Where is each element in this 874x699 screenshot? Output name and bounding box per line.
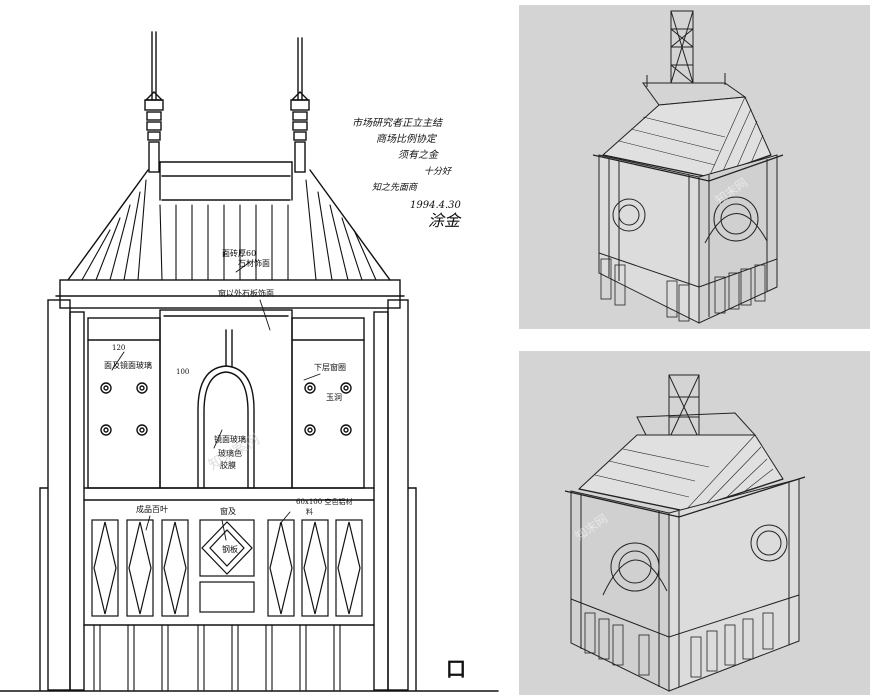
callout-lower-right-2: 料 <box>306 507 313 516</box>
callout-dim-120: 120 <box>112 344 125 352</box>
page-mark: 口 <box>446 657 466 681</box>
annotation-line-1: 市场研究者正立主结 <box>352 117 444 129</box>
callout-lower-right: 60x100 空色铝材 <box>296 497 352 506</box>
annotation-date: 1994.4.30 <box>410 200 462 211</box>
callout-top-spec: 面砖厚60 <box>222 248 256 258</box>
callout-right-panel-2: 玉洞 <box>326 392 342 402</box>
callout-top-spec-2: 石材饰面 <box>238 258 270 268</box>
callout-arch: 镜面玻璃 <box>214 434 246 444</box>
render-bottom-drawing: 知末网 <box>564 374 806 692</box>
annotation-line-3: 须有之金 <box>398 149 440 161</box>
callout-diamond: 钢板 <box>222 544 238 554</box>
callout-lower-center: 窗及 <box>220 506 236 516</box>
elevation-sketch: 市场研究者正立主结 商场比例协定 须有之金 十分好 知之先面商 1994.4.3… <box>0 31 499 692</box>
render-top-drawing: 知末网 <box>592 10 784 324</box>
annotation-signature: 涂金 <box>428 211 462 230</box>
annotation-line-4: 十分好 <box>424 166 453 177</box>
callout-arch-3: 胶膜 <box>220 460 236 470</box>
render-bottom-panel: 知末网 <box>519 351 870 695</box>
sketch-annotation: 市场研究者正立主结 商场比例协定 须有之金 十分好 知之先面商 1994.4.3… <box>352 117 462 230</box>
annotation-line-2: 商场比例协定 <box>376 133 438 145</box>
callout-dim-100: 100 <box>176 368 189 376</box>
annotation-line-5: 知之先面商 <box>372 182 419 193</box>
callout-left-panel: 面及镜面玻璃 <box>104 360 152 370</box>
callout-right-panel: 下层窗圈 <box>314 362 346 372</box>
callout-arch-2: 玻璃色 <box>218 448 242 458</box>
sketch-panel: 市场研究者正立主结 商场比例协定 须有之金 十分好 知之先面商 1994.4.3… <box>0 31 499 692</box>
render-top-panel: 知末网 <box>519 5 870 329</box>
callout-band: 窗以外石板饰面 <box>218 288 274 298</box>
callout-lower-left: 成品百叶 <box>136 504 168 514</box>
sketch-callouts: 面砖厚60 石材饰面 窗以外石板饰面 120 100 面及镜面玻璃 下层窗圈 玉… <box>104 248 466 681</box>
